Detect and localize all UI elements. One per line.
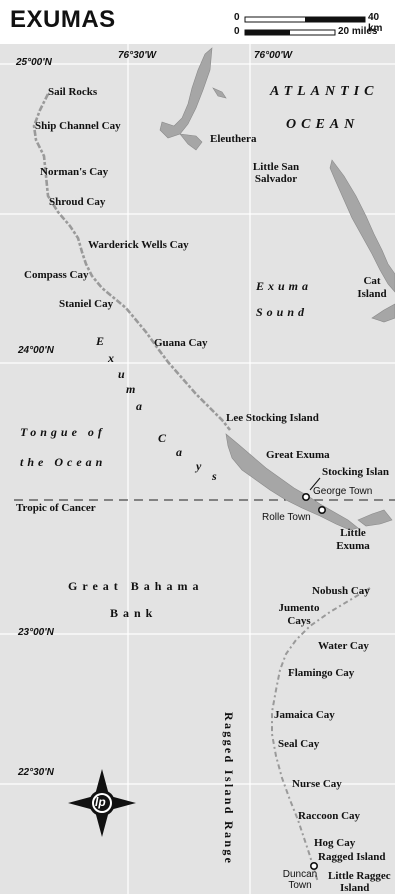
label-ragged-island-range: Ragged Island Range [221, 712, 236, 865]
chain-cays-letter: y [196, 459, 206, 473]
label-raccoon-cay: Raccoon Cay [298, 810, 361, 822]
cat-island [329, 159, 395, 323]
chain-ragged-letter: g [222, 731, 236, 740]
little-exuma-islets [357, 509, 393, 527]
label-george-town: George Town [313, 486, 373, 497]
label-duncan-town-1: Duncan [282, 869, 318, 880]
label-cat-island-2: Island [357, 288, 387, 300]
compass-logo-label: lp [95, 795, 106, 809]
label-lee-stocking-island: Lee Stocking Island [226, 412, 319, 424]
chain-exuma-letter: E [96, 334, 109, 348]
chain-cays-letter: C [158, 431, 171, 445]
label-seal-cay: Seal Cay [278, 738, 320, 750]
label-atlantic: ATLANTIC [270, 84, 379, 99]
exuma-cays-chain [32, 93, 232, 431]
lon-7630: 76°30'W [118, 50, 157, 61]
chain-exuma-letter: a [136, 399, 146, 413]
chain-cays-letter: s [212, 469, 221, 483]
chain-ragged-letter: d [222, 755, 236, 765]
compass-rose [68, 769, 136, 837]
eleuthera-island [159, 47, 227, 151]
chain-exuma-letter: m [126, 382, 140, 396]
scale-km-label: 40 km [368, 12, 383, 34]
label-great-bahama-1: Great Bahama [68, 579, 204, 593]
label-nobush-cay: Nobush Cay [312, 585, 370, 597]
label-sail-rocks: Sail Rocks [48, 86, 98, 98]
label-ship-channel-cay: Ship Channel Cay [35, 120, 121, 132]
label-little-ragged-island-2: Island [340, 882, 370, 894]
great-exuma-island [225, 433, 359, 531]
label-tropic-of-cancer: Tropic of Cancer [16, 502, 96, 514]
label-stocking-island: Stocking Islan [322, 466, 389, 478]
label-warderick-wells-cay: Warderick Wells Cay [88, 239, 189, 251]
label-little-ragged-island-1: Little Raggec [328, 870, 391, 882]
label-exuma-sound-1: Exuma [256, 279, 313, 293]
label-great-exuma: Great Exuma [266, 449, 330, 461]
label-jumento-cays-1: Jumento [278, 602, 320, 614]
label-compass-cay: Compass Cay [24, 269, 89, 281]
label-ocean: OCEAN [286, 117, 360, 132]
label-jamaica-cay: Jamaica Cay [274, 709, 335, 721]
label-great-bahama-2: Bank [110, 606, 158, 620]
chain-ragged-letter: R [222, 712, 236, 723]
label-guana-cay: Guana Cay [154, 337, 208, 349]
chain-ragged-letter: n [222, 840, 236, 850]
chain-ragged-letter: g [222, 739, 236, 748]
lat-23: 23°00'N [18, 627, 54, 638]
label-flamingo-cay: Flamingo Cay [288, 667, 355, 679]
label-water-cay: Water Cay [318, 640, 369, 652]
label-exuma-sound-2: Sound [256, 305, 309, 319]
chain-exuma-letter: u [118, 367, 129, 381]
label-ragged-island: Ragged Island [318, 851, 386, 863]
label-tongue-1: Tongue of [20, 425, 106, 439]
chain-ragged-letter: e [222, 747, 236, 756]
town-markers [301, 477, 326, 870]
chain-ragged-letter: a [222, 789, 236, 798]
chain-ragged-letter: g [222, 849, 236, 858]
lat-24: 24°00'N [18, 345, 54, 356]
lat-2230: 22°30'N [18, 767, 54, 778]
label-jumento-cays-2: Cays [287, 615, 311, 627]
scale-bar [244, 16, 366, 36]
label-rolle-town: Rolle Town [262, 512, 311, 523]
scale-miles-label: 20 miles [338, 26, 378, 37]
label-shroud-cay: Shroud Cay [49, 196, 106, 208]
ragged-island-chain [271, 587, 371, 883]
label-eleuthera: Eleuthera [210, 133, 257, 145]
label-staniel-cay: Staniel Cay [59, 298, 114, 310]
scale-zero-km: 0 [234, 12, 240, 23]
chain-ragged-letter: I [222, 769, 236, 777]
scale-zero-miles: 0 [234, 26, 240, 37]
label-duncan-town-2: Town [288, 880, 312, 891]
label-nurse-cay: Nurse Cay [292, 778, 342, 790]
lon-76: 76°00'W [254, 50, 293, 61]
label-little-san-salvador-2: Salvador [254, 173, 298, 185]
label-hog-cay: Hog Cay [314, 837, 356, 849]
chain-exuma-letter: x [108, 351, 118, 365]
label-cat-island-1: Cat [363, 275, 381, 287]
label-little-exuma-1: Little [340, 527, 366, 539]
lat-25: 25°00'N [16, 57, 52, 68]
label-little-exuma-2: Exuma [336, 540, 370, 552]
chain-cays-letter: a [176, 445, 186, 459]
label-tongue-2: the Ocean [20, 455, 107, 469]
chain-ragged-letter: d [222, 806, 236, 816]
graticule [0, 44, 395, 894]
label-little-san-salvador-1: Little San [252, 161, 300, 173]
chain-ragged-letter: s [222, 776, 236, 784]
chain-ragged-letter: R [222, 821, 236, 833]
chain-ragged-letter: n [222, 797, 236, 807]
map-title: EXUMAS [10, 6, 116, 33]
label-normans-cay: Norman's Cay [40, 166, 109, 178]
chain-ragged-letter: e [222, 857, 236, 866]
